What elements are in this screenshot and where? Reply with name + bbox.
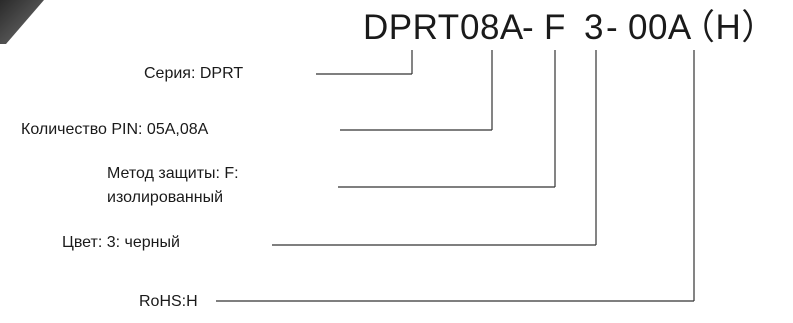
label-series: Серия: DPRT	[144, 65, 244, 82]
code-dash: -	[522, 8, 535, 47]
part-number: DPRT 08A - F 3 - 00A （H）	[0, 6, 793, 50]
code-dash: -	[606, 8, 619, 47]
code-tail: 00A	[628, 8, 692, 47]
code-rohs: （H）	[680, 8, 777, 47]
label-protection-line2: изолированный	[107, 189, 224, 206]
code-pins: 08A	[460, 8, 524, 47]
code-series: DPRT	[363, 8, 460, 47]
label-pins: Количество PIN: 05A,08A	[21, 121, 209, 138]
corner-graphic	[0, 0, 44, 44]
label-color: Цвет: 3: черный	[62, 234, 180, 251]
code-protection: F	[544, 8, 566, 47]
code-color: 3	[584, 8, 604, 47]
label-protection-line1: Метод защиты: F:	[107, 165, 239, 182]
label-rohs: RoHS:H	[139, 293, 198, 310]
